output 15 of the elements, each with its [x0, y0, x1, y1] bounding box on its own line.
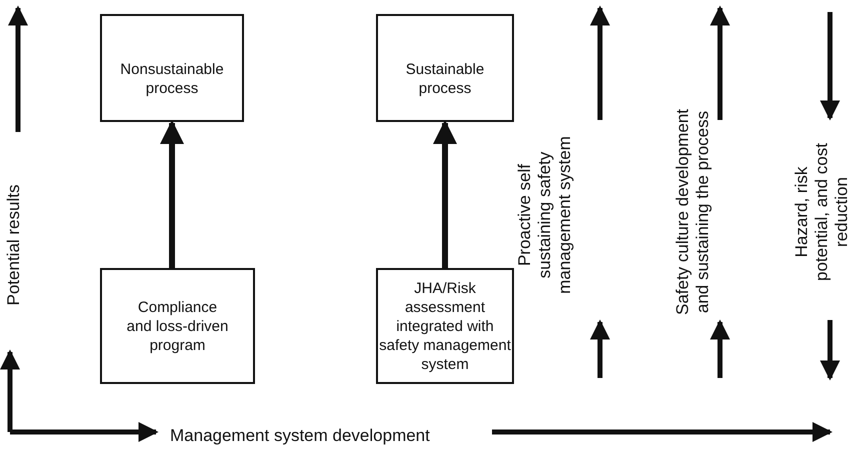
process-box: [376, 14, 514, 122]
arrow: [160, 120, 184, 268]
axis-label: Proactive self sustaining safety management system: [515, 135, 575, 295]
box-text: Compliance and loss-driven program: [126, 298, 230, 354]
axis-label: Hazard, risk potential, and cost reduction: [792, 142, 852, 283]
process-box: [100, 14, 244, 122]
axis-label: Management system development: [170, 426, 431, 446]
box-text: Sustainable process: [404, 60, 486, 98]
box-text: Nonsustainable process: [119, 60, 225, 98]
axis-label: Safety culture development and sustaining the process: [673, 108, 713, 317]
arrow: [433, 120, 457, 268]
axis-label: Potential results: [4, 184, 24, 308]
box-text: JHA/Risk assessment integrated with safety management system: [378, 278, 512, 374]
process-box: [100, 268, 255, 384]
process-box: [376, 268, 514, 384]
